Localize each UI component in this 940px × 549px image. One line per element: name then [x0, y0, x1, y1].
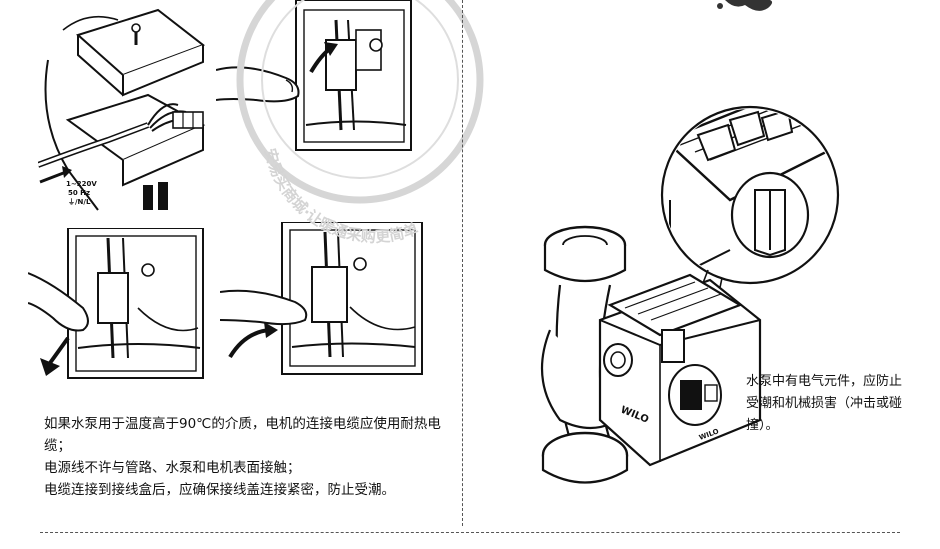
fig1-terminals-label: ⏚/N/L: [68, 198, 91, 206]
vertical-divider: [462, 0, 463, 526]
figure-finger-terminal-bottom-left: [28, 228, 204, 379]
horizontal-divider: [40, 532, 900, 533]
figure-wilo-pump: WILO WILO: [540, 0, 840, 484]
right-description: 水泵中有电气元件，应防止受潮和机械损害（冲击或碰撞）。: [746, 374, 903, 433]
left-paragraph-3: 电缆连接到接线盒后，应确保接线盖连接紧密，防止受潮。: [44, 482, 395, 498]
figure-finger-terminal-top: [216, 0, 412, 151]
left-description: 如果水泵用于温度高于90℃的介质，电机的连接电缆应使用耐热电缆； 电源线不许与管…: [44, 413, 444, 501]
figure-finger-terminal-bottom-right: [220, 222, 423, 375]
fig1-freq-label: 50 Hz: [68, 189, 90, 197]
figure-terminal-box-wiring: 1~220V 50 Hz ⏚/N/L: [38, 0, 213, 215]
left-paragraph-2: 电源线不许与管路、水泵和电机表面接触；: [44, 460, 301, 476]
left-paragraph-1: 如果水泵用于温度高于90℃的介质，电机的连接电缆应使用耐热电缆；: [44, 416, 441, 454]
fig1-voltage-label: 1~220V: [66, 180, 97, 188]
